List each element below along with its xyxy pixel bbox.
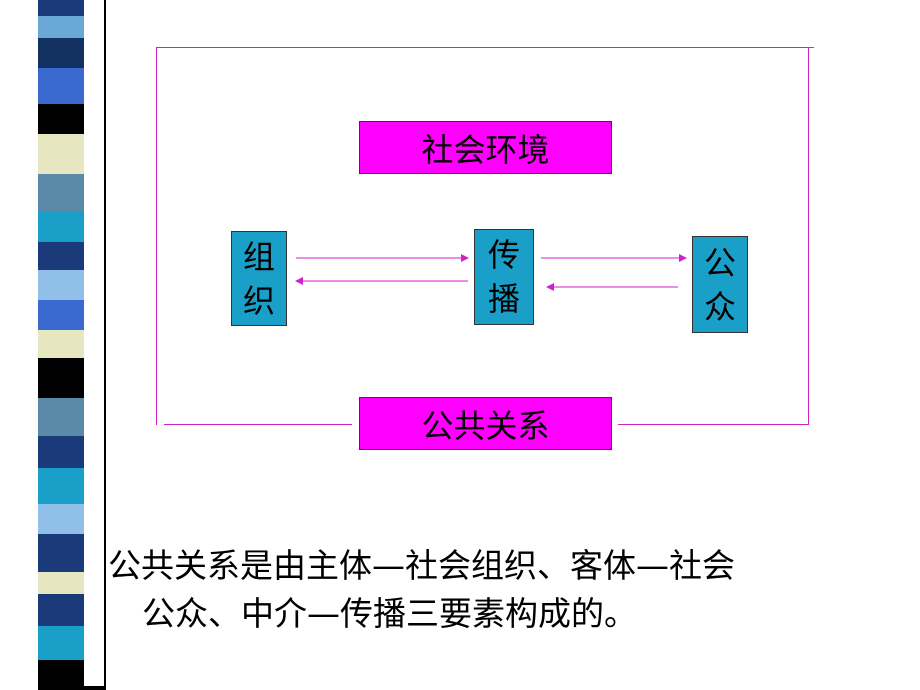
- public-box: 公众: [692, 236, 748, 333]
- caption-text: 公共关系是由主体—社会组织、客体—社会 公众、中介—传播三要素构成的。: [108, 542, 908, 638]
- frame-left-line: [156, 47, 157, 425]
- decorative-stripe-bar: [0, 0, 110, 690]
- organization-box: 组织: [231, 231, 287, 326]
- frame-bottom-line-left: [164, 424, 352, 425]
- public-label: 公众: [703, 243, 736, 326]
- communication-label: 传播: [487, 236, 520, 318]
- frame-bottom-line-right: [618, 424, 808, 425]
- frame-top-line: [156, 47, 814, 48]
- frame-right-line: [808, 47, 809, 425]
- social-environment-label: 社会环境: [421, 130, 550, 169]
- caption-line-1: 公共关系是由主体—社会组织、客体—社会: [108, 546, 735, 585]
- organization-label: 组织: [242, 237, 275, 320]
- caption-line-2: 公众、中介—传播三要素构成的。: [142, 594, 637, 633]
- public-relations-box: 公共关系: [359, 397, 612, 450]
- communication-box: 传播: [474, 229, 534, 325]
- public-relations-label: 公共关系: [421, 406, 550, 445]
- social-environment-box: 社会环境: [359, 121, 612, 174]
